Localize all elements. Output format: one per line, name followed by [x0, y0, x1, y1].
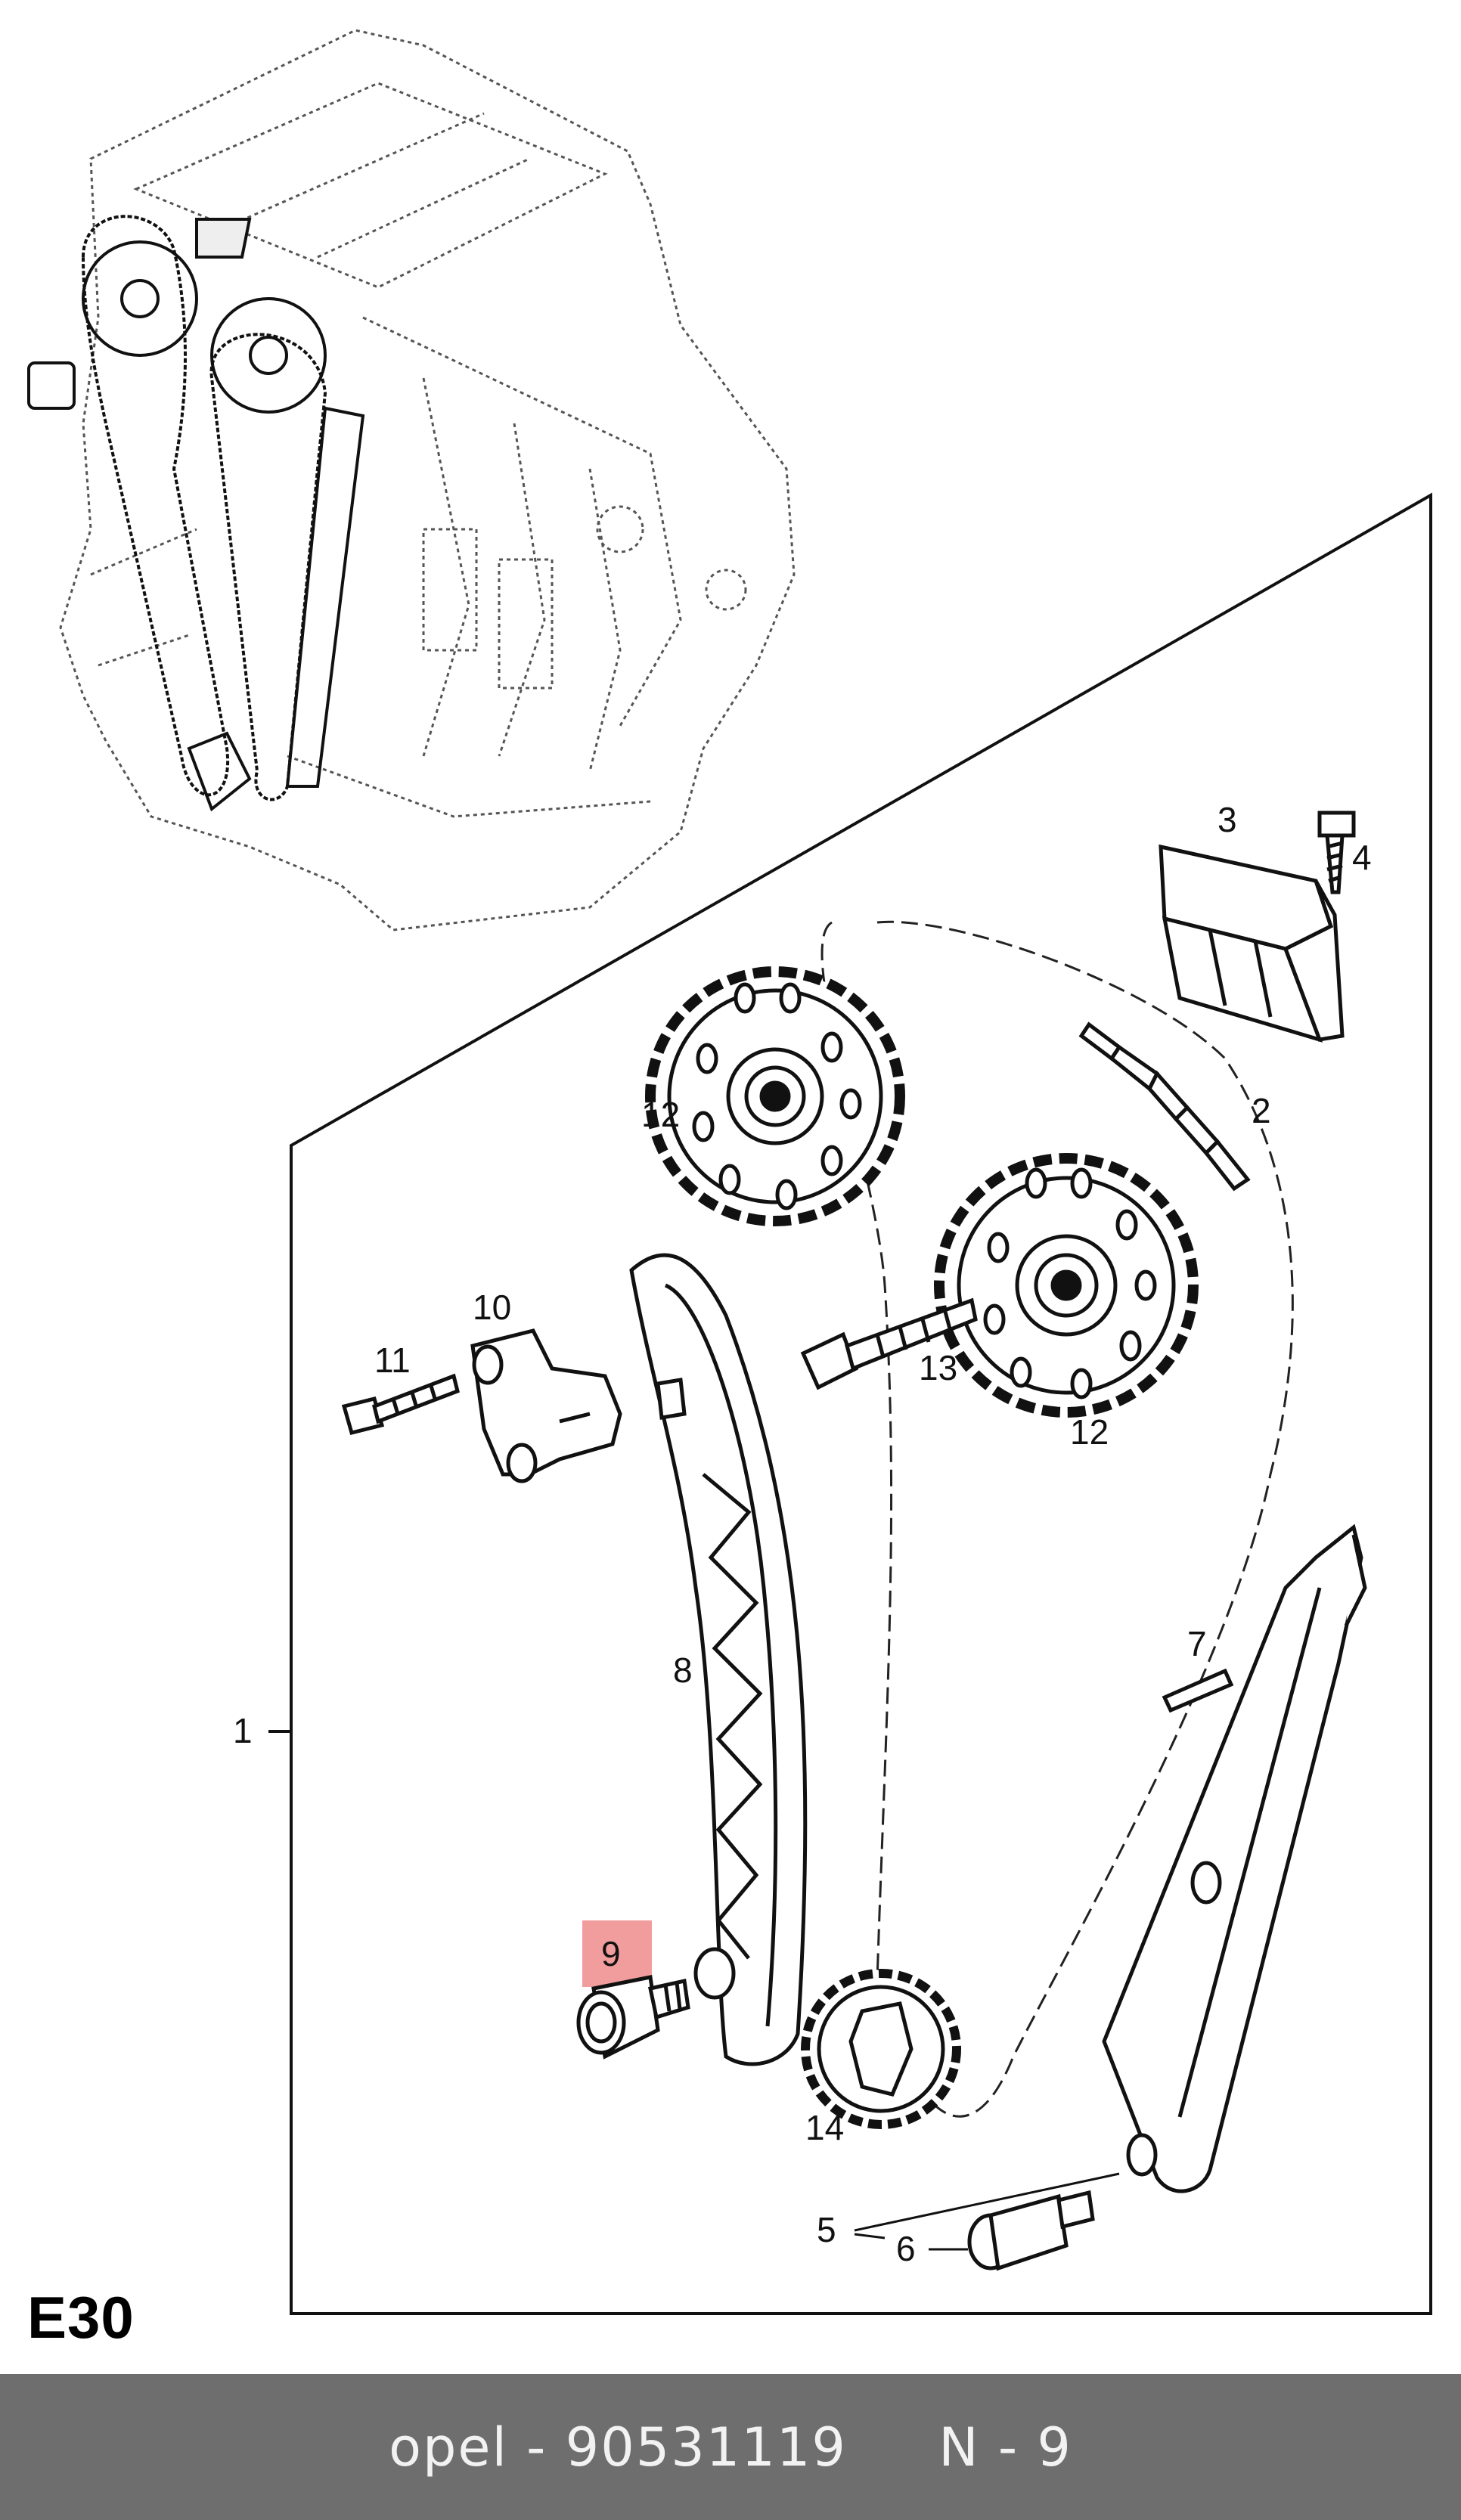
leader-line-part-5b [854, 2233, 886, 2239]
part-9-highlight [582, 1920, 652, 1987]
timing-chain-exploded-diagram: 1 2 3 4 5 6 7 8 9 10 11 12 12 13 14 [27, 29, 1432, 2315]
camshaft-sprocket-part-12-lower [934, 1153, 1199, 1418]
bolt-part-13 [800, 1297, 978, 1390]
exploded-view-frame [290, 492, 1432, 2315]
label-part-7: 7 [1187, 1624, 1207, 1663]
label-part-11: 11 [374, 1341, 411, 1380]
label-part-5: 5 [817, 2210, 836, 2249]
footer-bar: opel - 90531119 N - 9 [0, 2374, 1461, 2520]
page-code-label: E30 [27, 2284, 135, 2351]
engine-block-illustration [59, 29, 796, 931]
label-part-9: 9 [601, 1934, 621, 1973]
label-part-12-upper: 12 [641, 1095, 680, 1134]
crankshaft-sprocket-part-14 [801, 1969, 961, 2129]
shoulder-bolt-part-9 [576, 1975, 690, 2060]
label-part-1: 1 [233, 1711, 253, 1750]
pin-part-7 [1162, 1668, 1234, 1713]
guide-bracket-part-10 [470, 1328, 622, 1483]
label-part-3: 3 [1218, 800, 1237, 839]
engine-chain-drive-miniature [27, 215, 365, 812]
label-part-13: 13 [919, 1348, 957, 1387]
label-part-14: 14 [805, 2108, 844, 2147]
label-part-6: 6 [896, 2229, 916, 2268]
chain-tensioner-part-3 [1159, 844, 1345, 1043]
label-part-8: 8 [673, 1651, 693, 1690]
label-part-12-lower: 12 [1070, 1412, 1109, 1452]
bolt-part-6 [967, 2190, 1095, 2271]
fixed-guide-rail-part-5 [1102, 1523, 1367, 2193]
tensioner-rail-part-8 [629, 1253, 808, 2066]
leader-line-part-5 [854, 2172, 1120, 2232]
label-part-2: 2 [1252, 1091, 1271, 1130]
bolt-part-11 [341, 1373, 460, 1436]
part-number-caption: opel - 90531119 N - 9 [389, 2416, 1072, 2478]
bolt-part-4 [1317, 811, 1356, 894]
chain-segment-part-2 [1078, 1021, 1251, 1192]
camshaft-sprocket-part-12-upper [645, 966, 905, 1226]
label-part-4: 4 [1352, 838, 1372, 877]
label-part-10: 10 [473, 1288, 511, 1327]
